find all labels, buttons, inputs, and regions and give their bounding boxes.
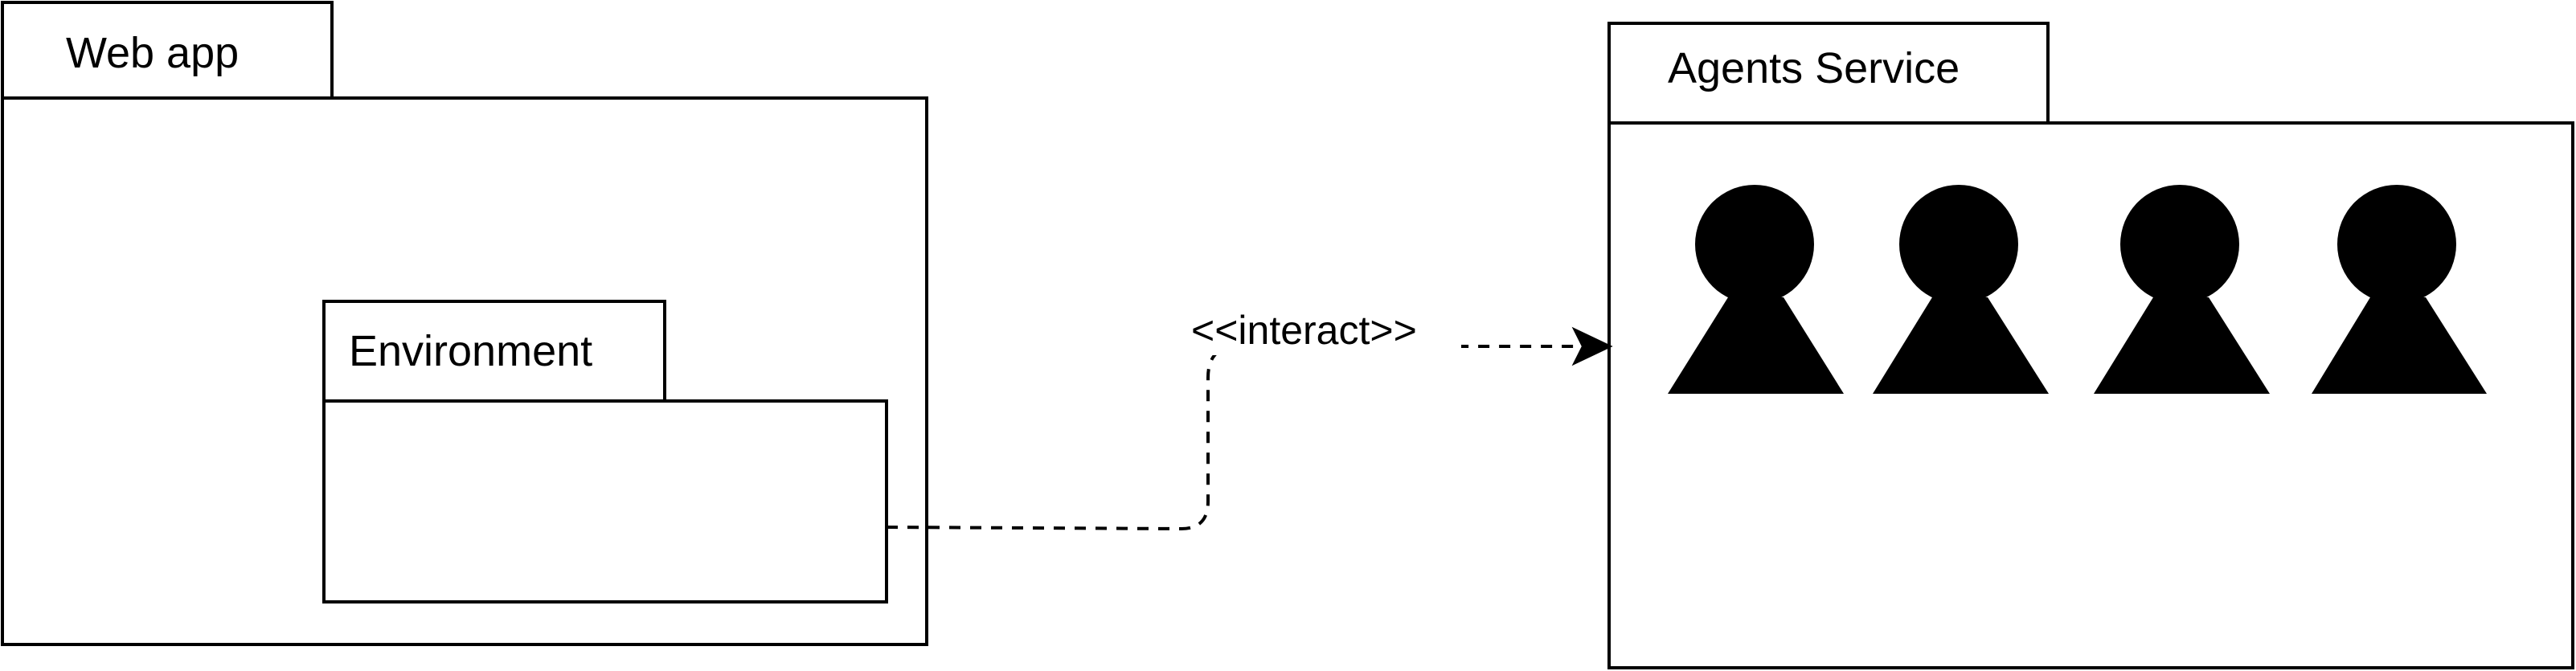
agent-figure-4	[2312, 185, 2487, 394]
interact-connector[interactable]: <<interact>>	[886, 304, 1613, 531]
agent-body	[2312, 297, 2487, 394]
package-web-app-tab	[1, 1, 334, 100]
agent-body	[1873, 297, 2049, 394]
package-agents-service-title: Agents Service	[1668, 44, 1960, 92]
package-agents-service-tab	[1607, 22, 2050, 125]
interact-label: <<interact>>	[1191, 308, 1417, 353]
interact-arrowhead-icon	[1571, 326, 1613, 366]
agent-head	[1695, 185, 1814, 304]
agent-body	[1668, 297, 1844, 394]
package-web-app-title: Web app	[66, 29, 239, 77]
agent-body	[2094, 297, 2270, 394]
agent-figure-1	[1668, 185, 1844, 394]
package-environment-body	[322, 399, 888, 603]
package-environment-tab	[322, 300, 666, 403]
agent-figure-2	[1873, 185, 2049, 394]
agent-head	[2337, 185, 2456, 304]
agent-head	[2120, 185, 2239, 304]
interact-connector-line	[886, 345, 1577, 531]
package-agents-service[interactable]: Agents Service	[1607, 22, 2574, 669]
agent-head	[1899, 185, 2018, 304]
package-environment[interactable]: Environment	[322, 300, 888, 603]
interact-label-background	[1190, 304, 1461, 355]
package-environment-title: Environment	[349, 327, 592, 375]
agent-figure-3	[2094, 185, 2270, 394]
